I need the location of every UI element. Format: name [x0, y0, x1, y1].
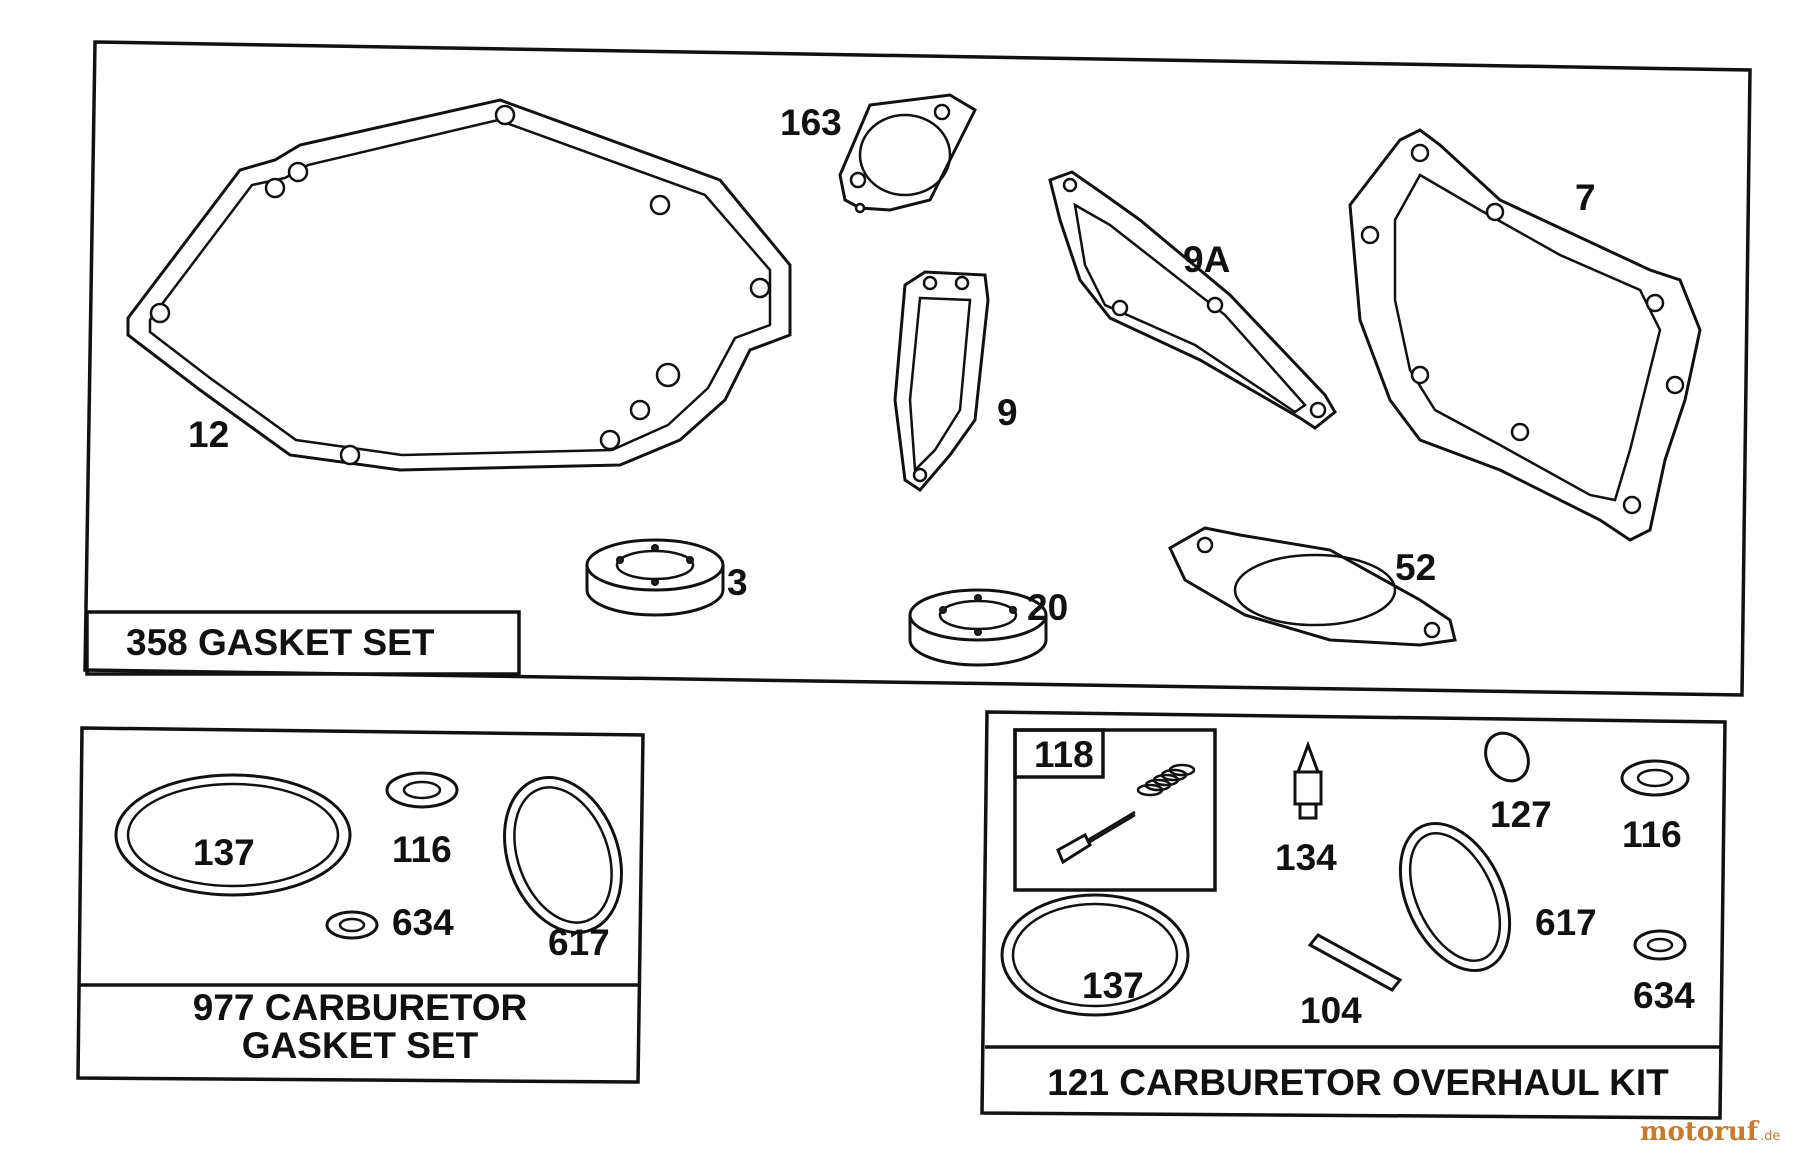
- overhaul-label-634: 634: [1633, 975, 1695, 1016]
- label-20: 20: [1027, 587, 1068, 628]
- part-116-washer: [1620, 759, 1690, 797]
- carburetor-overhaul-kit-panel: 121 CARBURETOR OVERHAUL KIT 118 134: [980, 710, 1727, 1120]
- part-104-pin: [1307, 933, 1403, 992]
- carb-part-617-ring: [503, 776, 623, 934]
- overhaul-label-127: 127: [1490, 794, 1552, 835]
- carburetor-gasket-set-panel: 977 CARBURETOR GASKET SET 137 116 634 61…: [76, 726, 645, 1084]
- label-7: 7: [1575, 177, 1596, 218]
- carb-label-116: 116: [392, 829, 452, 870]
- carb-part-634-washer: [325, 910, 379, 940]
- overhaul-label-116: 116: [1622, 814, 1682, 855]
- part-9-gasket: [893, 270, 990, 492]
- part-118-inset-frame: [1013, 728, 1217, 892]
- overhaul-kit-title: 121 CARBURETOR OVERHAUL KIT: [1047, 1062, 1669, 1103]
- carb-part-116-washer: [385, 771, 459, 809]
- part-7-head-gasket: [1348, 128, 1702, 542]
- part-118-label-box: [1013, 728, 1105, 779]
- watermark-brand: motoruf: [1640, 1117, 1760, 1147]
- overhaul-label-617: 617: [1535, 902, 1597, 943]
- part-118-idle-screw-and-spring: [1056, 763, 1196, 865]
- gasket-set-title: 358 GASKET SET: [126, 622, 435, 663]
- label-3: 3: [727, 562, 748, 603]
- carburetor-gasket-set-title-line2: GASKET SET: [242, 1025, 479, 1066]
- overhaul-label-134: 134: [1275, 837, 1337, 878]
- part-127-welch-plug: [1484, 731, 1530, 783]
- label-12: 12: [188, 414, 229, 455]
- overhaul-kit-frame: [980, 710, 1727, 1120]
- gasket-set-panel: 358 GASKET SET 12 163: [83, 40, 1752, 697]
- watermark-logo: motoruf .de: [1640, 1117, 1780, 1147]
- label-9a: 9A: [1183, 239, 1230, 280]
- carb-label-617: 617: [548, 922, 610, 963]
- carburetor-gasket-set-frame: [76, 726, 645, 1084]
- part-617-ring: [1398, 821, 1512, 973]
- watermark-tld: .de: [1760, 1129, 1780, 1144]
- part-12-crankcase-gasket: [126, 98, 792, 472]
- overhaul-label-104: 104: [1300, 990, 1362, 1031]
- carb-label-634: 634: [392, 902, 454, 943]
- part-20-oil-seal: [908, 588, 1048, 667]
- overhaul-label-118: 118: [1034, 734, 1094, 775]
- part-52-gasket: [1168, 526, 1457, 647]
- label-163: 163: [780, 102, 842, 143]
- part-134-inlet-needle: [1293, 740, 1323, 820]
- gasket-set-frame: [83, 40, 1752, 697]
- gasket-set-title-box: [85, 610, 521, 676]
- carb-label-137: 137: [193, 832, 255, 873]
- part-9a-gasket: [1048, 170, 1337, 430]
- overhaul-label-137: 137: [1082, 965, 1144, 1006]
- part-634-washer: [1633, 929, 1687, 961]
- carburetor-gasket-set-title-line1: 977 CARBURETOR: [193, 987, 527, 1028]
- part-163-gasket: [838, 93, 977, 214]
- carb-part-137-ring: [114, 773, 352, 897]
- label-52: 52: [1395, 547, 1436, 588]
- label-9: 9: [997, 392, 1018, 433]
- part-3-oil-seal: [585, 538, 725, 617]
- part-137-ring: [1000, 893, 1190, 1017]
